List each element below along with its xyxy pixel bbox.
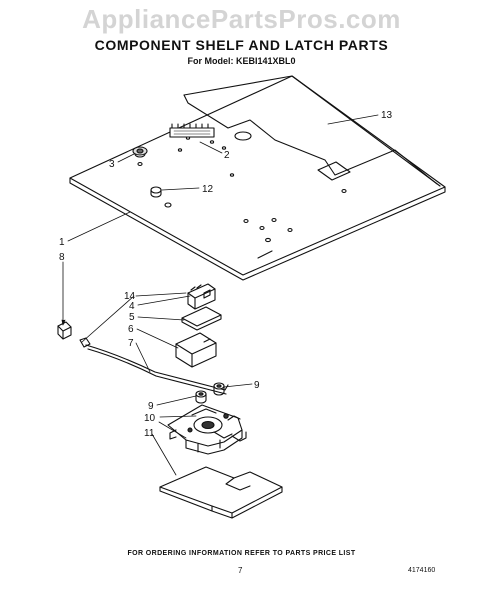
base-plate-part-11	[159, 466, 283, 519]
terminal-block-part-2	[169, 123, 215, 138]
latch-switch-part-4	[187, 283, 216, 310]
callout-13: 13	[381, 110, 393, 121]
ordering-note: FOR ORDERING INFORMATION REFER TO PARTS …	[127, 550, 356, 557]
spacer-part-9-right	[213, 382, 225, 396]
spacer-part-9-left	[195, 390, 207, 404]
clip-part-8	[57, 321, 72, 340]
callout-5: 5	[129, 312, 135, 323]
callout-6: 6	[128, 324, 134, 335]
component-shelf	[69, 75, 446, 281]
callout-4: 4	[129, 301, 135, 312]
page-number: 7	[238, 566, 243, 575]
bracket-part-5	[181, 306, 222, 331]
callout-8: 8	[59, 252, 65, 263]
latch-assembly-part-10	[167, 404, 247, 455]
callout-3: 3	[109, 159, 115, 170]
page-title: COMPONENT SHELF AND LATCH PARTS	[94, 37, 389, 53]
callout-10: 10	[144, 413, 156, 424]
watermark: AppliancePartsPros.com	[82, 4, 401, 34]
document-number: 4174160	[408, 567, 436, 574]
callout-2: 2	[224, 150, 230, 161]
callout-7: 7	[128, 338, 134, 349]
callout-9-left: 9	[148, 401, 154, 412]
callout-14: 14	[124, 291, 136, 302]
callout-11: 11	[144, 428, 155, 439]
model-subtitle: For Model: KEBI141XBL0	[187, 56, 296, 66]
leader-lines	[61, 114, 379, 476]
callout-12: 12	[202, 184, 214, 195]
latch-rod-part-7	[79, 337, 229, 395]
plug-button-part-12	[150, 186, 162, 198]
callout-9-right: 9	[254, 380, 260, 391]
grommet-part-3	[132, 146, 148, 156]
mounting-bracket-part-6	[175, 332, 217, 368]
callout-labels: 13 2 3 12 1 8 14 4 5 6 7 9 9 10 11	[59, 110, 393, 439]
callout-1: 1	[59, 237, 65, 248]
